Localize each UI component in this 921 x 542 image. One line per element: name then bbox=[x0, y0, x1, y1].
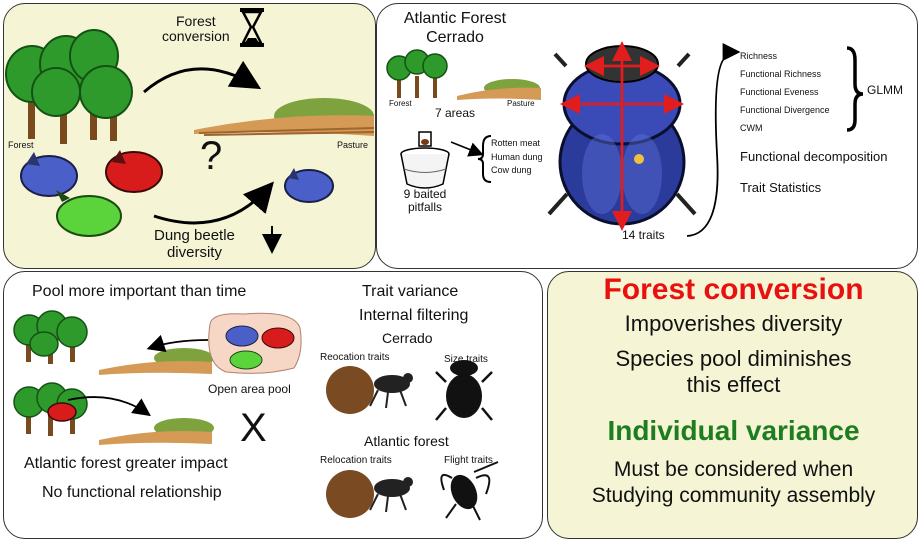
site-title-cerrado: Cerrado bbox=[426, 29, 484, 46]
forest-conversion-heading: Forest conversion bbox=[603, 273, 864, 306]
metric-functional-divergence: Functional Divergence bbox=[740, 105, 830, 115]
pitfalls-label: 9 baited pitfalls bbox=[403, 187, 447, 215]
upper-pasture-illustration bbox=[99, 348, 214, 375]
lower-pasture-illustration bbox=[99, 418, 214, 445]
impoverishes-diversity-text: Impoverishes diversity bbox=[624, 311, 843, 336]
metric-functional-richness: Functional Richness bbox=[740, 69, 822, 79]
pasture-label: Pasture bbox=[337, 140, 369, 150]
panel-conclusions: Forest conversion Impoverishes diversity… bbox=[547, 271, 918, 539]
no-functional-relationship-text: No functional relationship bbox=[42, 484, 222, 501]
pitfall-trap-illustration bbox=[400, 131, 450, 189]
forest-to-pasture-arrow bbox=[67, 396, 151, 417]
site-title-atlantic: Atlantic Forest bbox=[403, 10, 507, 27]
bait-human-dung: Human dung bbox=[491, 151, 543, 162]
upper-forest-illustration bbox=[13, 310, 88, 364]
small-pasture-illustration bbox=[457, 79, 541, 100]
conversion-arrow bbox=[143, 60, 262, 94]
metric-richness: Richness bbox=[740, 51, 778, 61]
bait-list: Rotten meat Human dung Cow dung bbox=[491, 137, 543, 178]
areas-label: 7 areas bbox=[435, 106, 476, 120]
community-assembly-text: Must be considered when Studying communi… bbox=[591, 458, 876, 507]
cerrado-label: Cerrado bbox=[382, 330, 433, 346]
open-area-pool-label: Open area pool bbox=[208, 382, 291, 396]
traits-label: 14 traits bbox=[622, 228, 665, 242]
pasture-illustration bbox=[194, 98, 375, 136]
beetle-pasture-illustration bbox=[284, 168, 334, 203]
bait-rotten-meat: Rotten meat bbox=[491, 138, 541, 148]
panel1-illustration bbox=[5, 8, 375, 254]
atlantic-forest-label: Atlantic forest bbox=[364, 433, 449, 449]
dung-beetle-diversity-label: Dung beetle diversity bbox=[154, 227, 235, 261]
panel-methods: Atlantic Forest Cerrado Forest Pasture 7… bbox=[376, 3, 918, 269]
atlantic-relocation-icon bbox=[326, 470, 413, 518]
flight-traits-label: Flight traits bbox=[444, 455, 493, 466]
size-traits-beetle-icon bbox=[435, 360, 493, 421]
individual-variance-heading: Individual variance bbox=[607, 415, 860, 446]
open-area-pool-illustration bbox=[208, 312, 302, 374]
small-forest-illustration bbox=[386, 49, 448, 98]
beetle-green-illustration bbox=[56, 190, 122, 237]
small-pasture-label: Pasture bbox=[507, 99, 535, 108]
trait-variance-label: Trait variance bbox=[362, 283, 459, 300]
metrics-list: Richness Functional Richness Functional … bbox=[740, 47, 830, 137]
forest-trees-illustration bbox=[5, 29, 133, 144]
x-mark: X bbox=[240, 406, 267, 450]
cerrado-relocation-icon bbox=[326, 366, 413, 414]
metric-cwm: CWM bbox=[740, 123, 763, 133]
functional-decomposition-label: Functional decomposition bbox=[740, 149, 888, 164]
traits-to-metrics-arrow bbox=[686, 43, 741, 237]
beetle-red-illustration bbox=[105, 150, 163, 193]
small-forest-label: Forest bbox=[389, 99, 412, 108]
forest-label: Forest bbox=[8, 140, 34, 150]
bait-arrow bbox=[450, 141, 484, 157]
beetle-blue-illustration bbox=[20, 152, 78, 197]
panel-results: Pool more important than time Open area … bbox=[3, 271, 543, 539]
glmm-label: GLMM bbox=[867, 83, 903, 97]
trait-statistics-label: Trait Statistics bbox=[740, 180, 822, 195]
question-mark: ? bbox=[200, 134, 223, 178]
internal-filtering-label: Internal filtering bbox=[359, 307, 469, 324]
trait-measurement-lines bbox=[560, 41, 684, 231]
panel2-illustration bbox=[386, 41, 864, 237]
pool-importance-heading: Pool more important than time bbox=[32, 283, 247, 300]
forest-conversion-title: Forest conversion bbox=[162, 13, 230, 45]
bait-brace bbox=[477, 135, 492, 183]
panel-forest-conversion: Forest conversion Forest Pasture ? Dung … bbox=[3, 3, 376, 269]
flight-traits-beetle-icon bbox=[440, 461, 499, 521]
hourglass-icon bbox=[240, 8, 264, 47]
metric-functional-eveness: Functional Eveness bbox=[740, 87, 819, 97]
panel3-illustration bbox=[13, 310, 499, 521]
bait-cow-dung: Cow dung bbox=[491, 165, 532, 175]
pool-to-forest-arrow bbox=[146, 334, 209, 352]
metrics-brace bbox=[846, 46, 864, 132]
size-traits-label: Size traits bbox=[444, 354, 488, 365]
lower-forest-illustration bbox=[13, 382, 88, 436]
relocation-traits-label: Relocation traits bbox=[320, 455, 392, 466]
diversity-arrow bbox=[153, 181, 274, 225]
species-pool-text: Species pool diminishes this effect bbox=[615, 346, 852, 398]
reocation-traits-label: Reocation traits bbox=[320, 352, 390, 363]
atlantic-impact-text: Atlantic forest greater impact bbox=[24, 455, 228, 472]
